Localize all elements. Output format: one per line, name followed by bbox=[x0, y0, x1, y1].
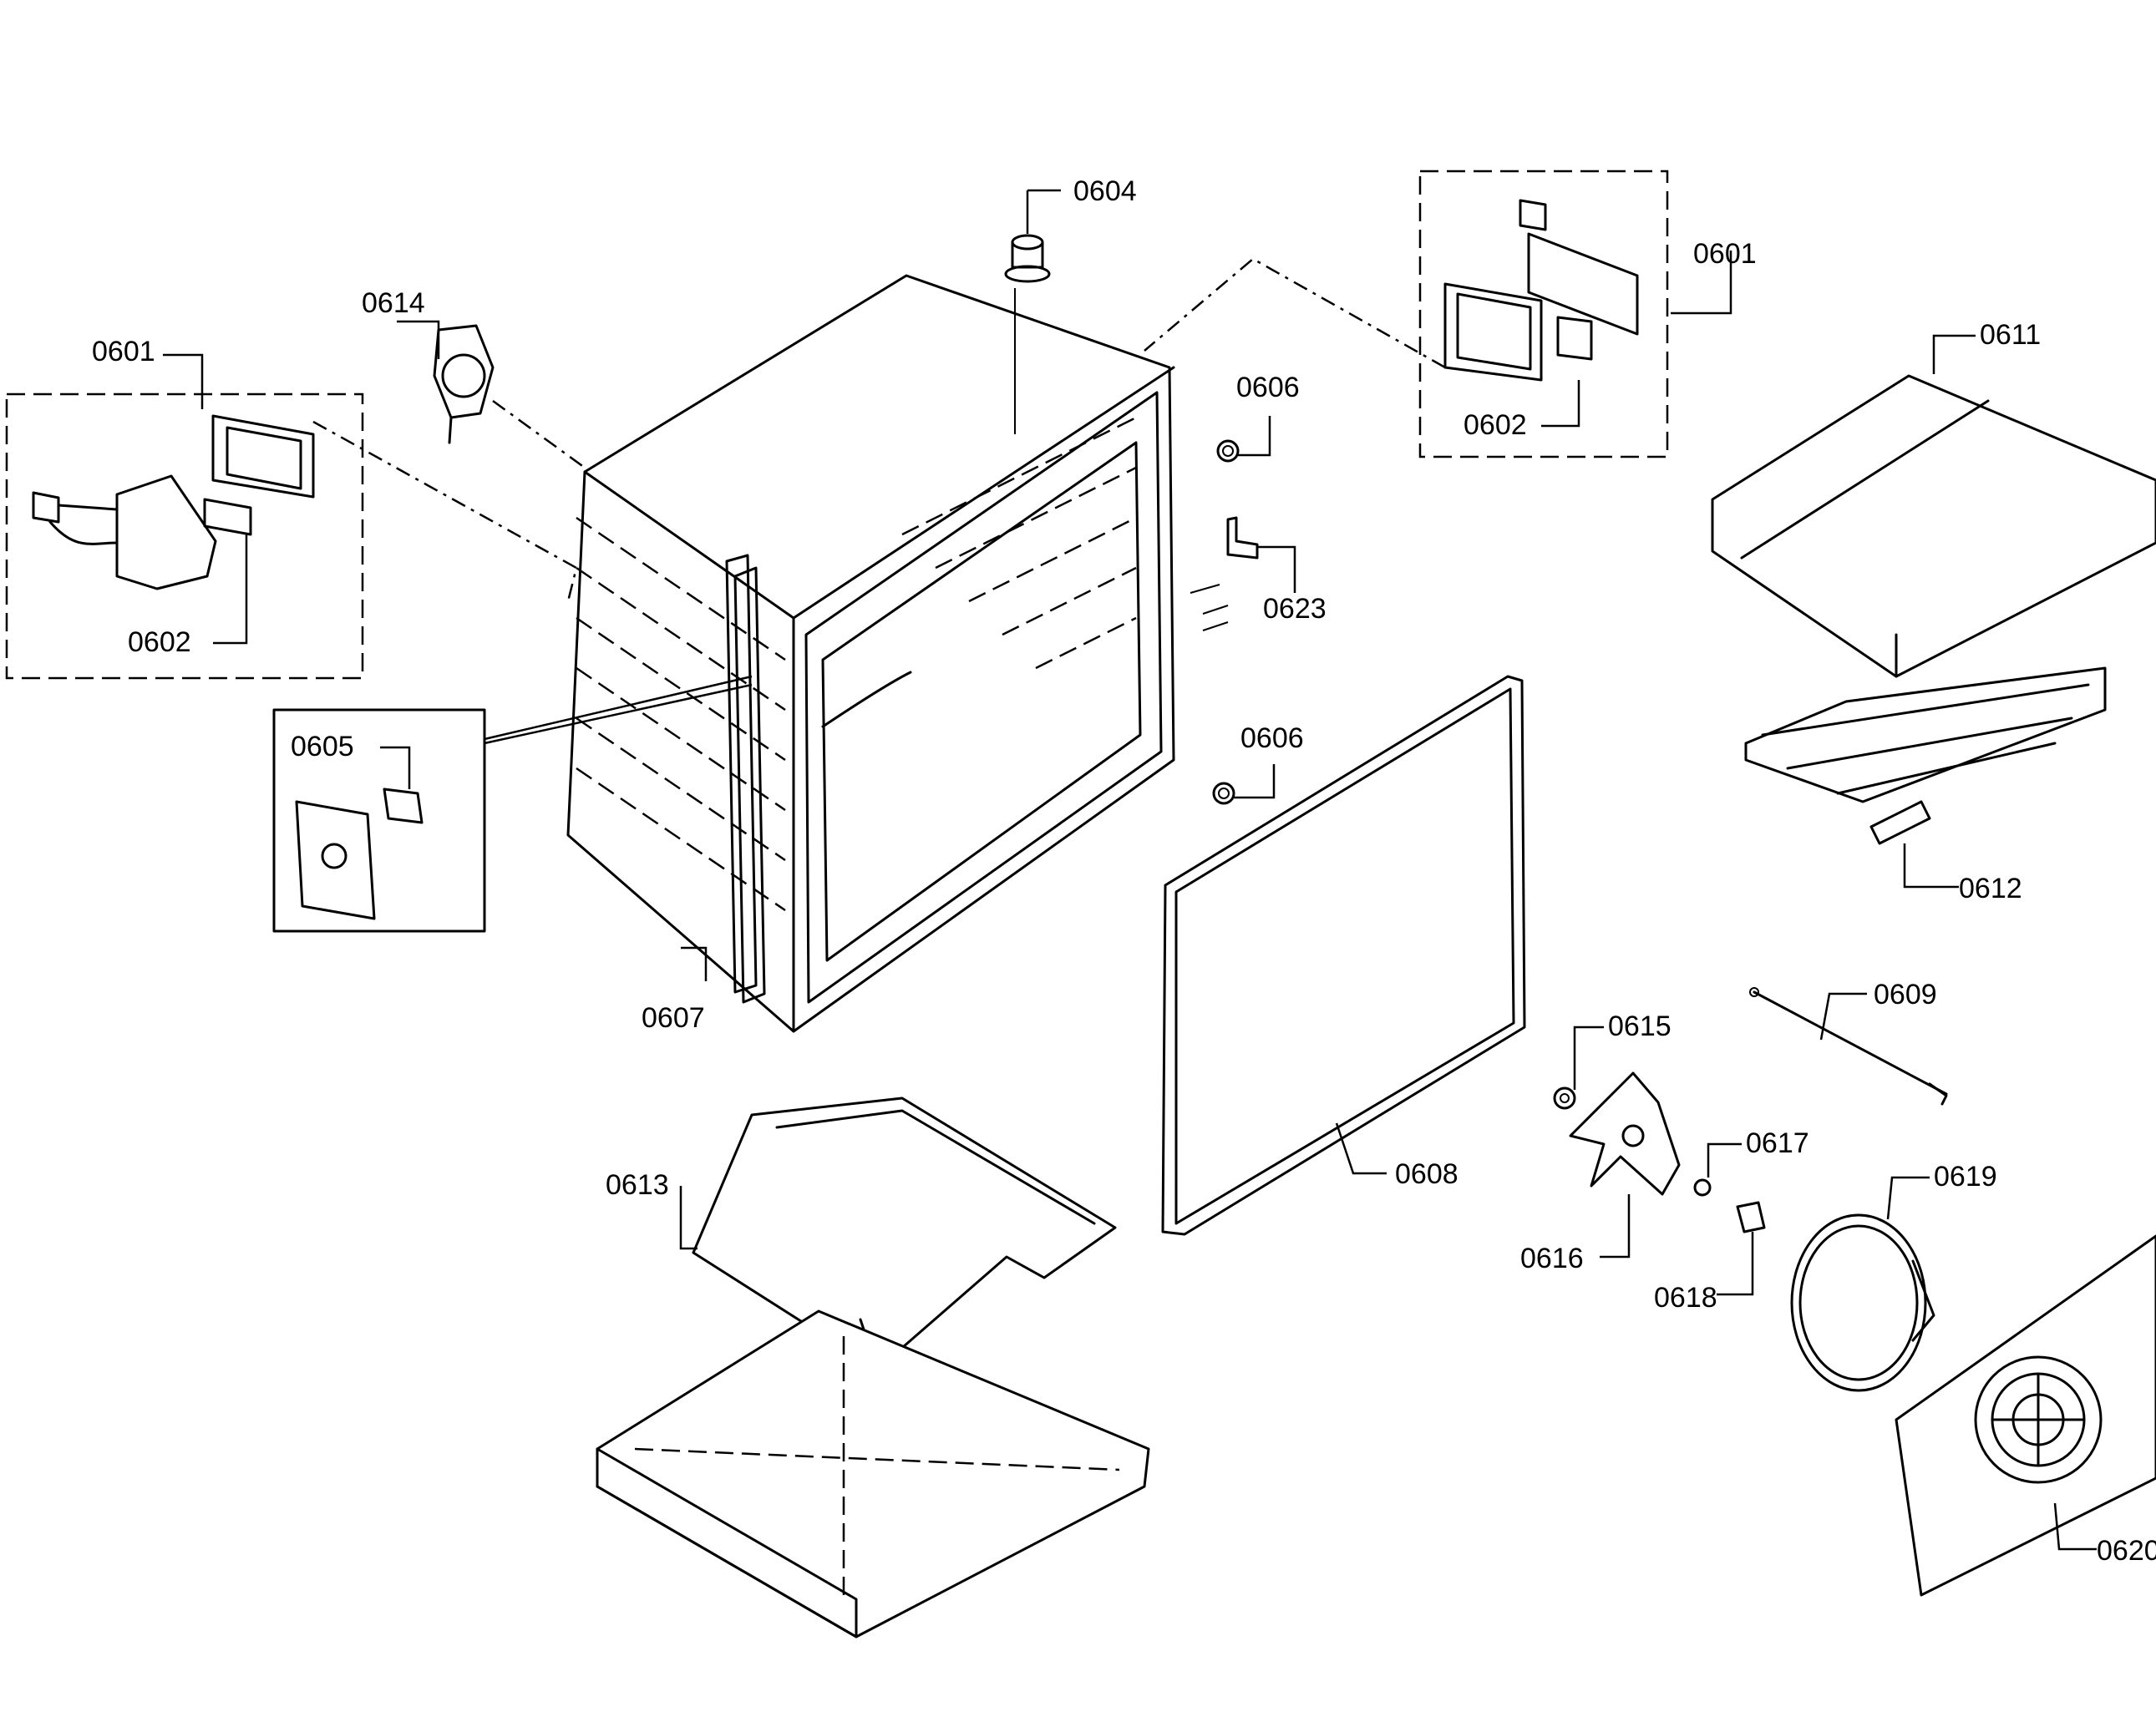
part-0613-bake-element[interactable] bbox=[692, 1097, 1117, 1371]
label-0616: 0616 bbox=[1520, 1243, 1584, 1274]
callout-labels: 0604 0601 0614 0601 0606 0602 0611 0623 … bbox=[92, 175, 2156, 1567]
label-0617: 0617 bbox=[1746, 1127, 1809, 1159]
part-0605-inset[interactable] bbox=[272, 675, 753, 933]
label-0623: 0623 bbox=[1263, 593, 1327, 625]
label-0605: 0605 bbox=[291, 731, 354, 762]
part-0618-cap[interactable] bbox=[1736, 1201, 1766, 1233]
part-0611-top-plate[interactable] bbox=[1711, 374, 2156, 678]
label-0613: 0613 bbox=[606, 1169, 669, 1201]
leader-lines bbox=[163, 189, 2097, 1551]
label-0615: 0615 bbox=[1608, 1010, 1672, 1042]
part-0606-bottom-knob[interactable] bbox=[1212, 782, 1235, 805]
right-lamp-assembly[interactable] bbox=[1144, 170, 1669, 458]
part-0609-sensor[interactable] bbox=[1749, 987, 1948, 1106]
left-lamp-assembly[interactable] bbox=[5, 393, 578, 680]
label-0614: 0614 bbox=[362, 287, 425, 319]
part-0623-bracket[interactable] bbox=[1190, 516, 1259, 631]
part-0616-fan-blade[interactable] bbox=[1569, 1071, 1681, 1196]
label-0620: 0620 bbox=[2097, 1535, 2156, 1567]
part-0615-washer[interactable] bbox=[1553, 1086, 1576, 1110]
bottom-plate[interactable] bbox=[596, 1309, 1150, 1638]
label-0608: 0608 bbox=[1395, 1158, 1458, 1190]
label-0612: 0612 bbox=[1959, 873, 2022, 904]
part-0606-top-knob[interactable] bbox=[1216, 439, 1240, 463]
label-0619: 0619 bbox=[1934, 1161, 1997, 1193]
label-0618: 0618 bbox=[1654, 1282, 1717, 1314]
part-0604-vent-cap[interactable] bbox=[1004, 234, 1051, 434]
part-0607-side-rail[interactable] bbox=[725, 554, 758, 994]
label-0607: 0607 bbox=[642, 1002, 705, 1034]
part-0620-back-panel[interactable] bbox=[1895, 1234, 2156, 1597]
label-0601-left: 0601 bbox=[92, 336, 155, 367]
label-0602-left: 0602 bbox=[128, 626, 191, 658]
part-0617-nut[interactable] bbox=[1693, 1178, 1712, 1197]
label-0609: 0609 bbox=[1874, 979, 1937, 1010]
part-0612-grill-element[interactable] bbox=[1744, 666, 2107, 845]
label-0611: 0611 bbox=[1980, 319, 2041, 351]
label-0604: 0604 bbox=[1073, 175, 1137, 207]
label-0606-top: 0606 bbox=[1236, 372, 1300, 403]
part-0614-fan-motor[interactable] bbox=[433, 324, 586, 469]
label-0602-right: 0602 bbox=[1464, 409, 1527, 441]
label-0606-bottom: 0606 bbox=[1240, 722, 1304, 754]
label-0601-right: 0601 bbox=[1693, 238, 1757, 270]
part-0608-door-gasket[interactable] bbox=[1161, 675, 1526, 1236]
part-0619-ring-element[interactable] bbox=[1790, 1213, 1935, 1392]
oven-cavity[interactable] bbox=[566, 274, 1175, 1033]
